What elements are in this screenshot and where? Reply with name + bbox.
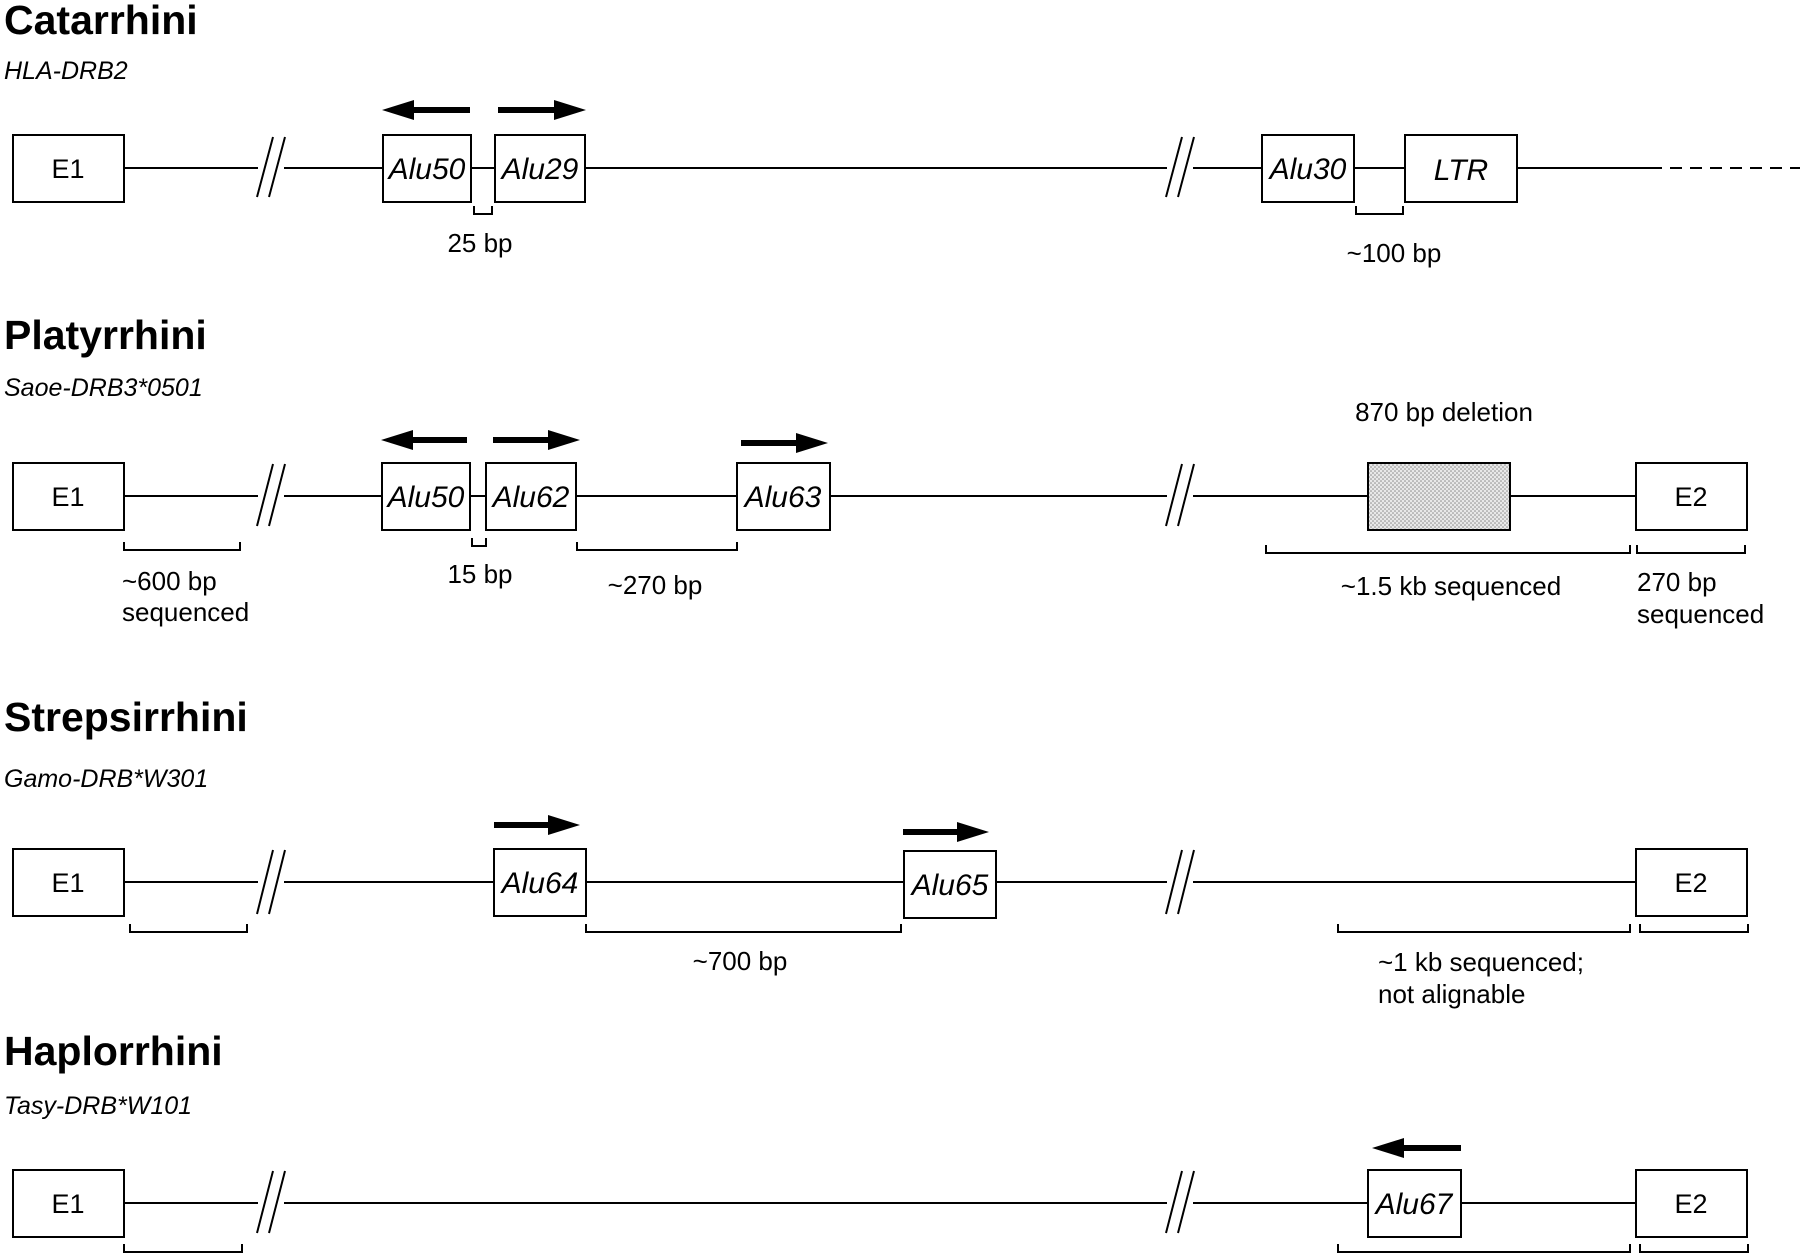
row-haplorrhini: Haplorrhini Tasy-DRB*W101 E1 Alu67 E2	[4, 1028, 1749, 1253]
deletion-region	[1367, 462, 1511, 531]
arrow-right-icon	[903, 822, 989, 842]
svg-text:Alu64: Alu64	[500, 867, 579, 900]
alu50-element: Alu50	[382, 134, 472, 203]
ltr-element: LTR	[1404, 134, 1518, 203]
sequenced-label: ~1.5 kb sequenced	[1341, 571, 1561, 601]
arrow-right-icon	[498, 100, 586, 120]
arrow-right-icon	[493, 430, 580, 450]
break-mark	[256, 1169, 286, 1237]
sequenced-label: 270 bp	[1637, 567, 1717, 597]
alu30-element: Alu30	[1261, 134, 1355, 203]
alu62-element: Alu62	[485, 462, 577, 531]
svg-text:Alu62: Alu62	[491, 481, 570, 514]
row-platyrrhini: Platyrrhini Saoe-DRB3*0501 E1 Alu50 Alu6…	[4, 312, 1764, 629]
sequenced-bracket	[1337, 924, 1631, 933]
alu50-element: Alu50	[381, 462, 471, 531]
svg-text:Alu50: Alu50	[386, 481, 465, 514]
svg-text:Alu67: Alu67	[1374, 1188, 1454, 1221]
svg-text:Alu65: Alu65	[910, 869, 989, 902]
alu63-element: Alu63	[736, 462, 831, 531]
sequenced-label: sequenced	[1637, 599, 1764, 629]
gap-bracket	[585, 924, 902, 933]
break-mark	[256, 462, 286, 530]
gap-bracket	[576, 542, 738, 551]
exon-e1: E1	[12, 462, 125, 531]
sequenced-label: sequenced	[122, 597, 249, 627]
svg-text:E1: E1	[51, 154, 84, 184]
deletion-label: 870 bp deletion	[1355, 397, 1533, 427]
row-catarrhini: Catarrhini HLA-DRB2 E1 Alu50 Alu29	[4, 0, 1800, 268]
alu29-element: Alu29	[494, 134, 586, 203]
arrow-left-icon	[381, 430, 467, 450]
gap-label: ~270 bp	[608, 570, 703, 600]
svg-text:Alu50: Alu50	[387, 153, 466, 186]
gap-label: ~700 bp	[693, 946, 788, 976]
sequenced-bracket	[1337, 1244, 1631, 1253]
row-heading: Platyrrhini	[4, 312, 207, 358]
gene-name: HLA-DRB2	[4, 57, 128, 85]
sequenced-bracket	[1639, 924, 1749, 933]
row-heading: Haplorrhini	[4, 1028, 223, 1074]
break-mark	[1165, 462, 1195, 530]
alu64-element: Alu64	[493, 848, 587, 917]
break-mark	[1165, 1169, 1195, 1237]
svg-text:E2: E2	[1674, 482, 1707, 512]
svg-text:LTR: LTR	[1434, 154, 1488, 187]
sequenced-bracket	[129, 924, 248, 933]
exon-e1: E1	[12, 134, 125, 203]
gap-bracket	[473, 206, 493, 215]
svg-text:Alu29: Alu29	[500, 153, 579, 186]
gene-name: Saoe-DRB3*0501	[4, 374, 203, 402]
exon-e1: E1	[12, 848, 125, 917]
break-mark	[256, 848, 286, 918]
svg-text:E1: E1	[51, 1189, 84, 1219]
sequenced-label: ~1 kb sequenced;	[1378, 947, 1584, 977]
exon-e2: E2	[1635, 848, 1748, 917]
svg-text:E2: E2	[1674, 868, 1707, 898]
gene-name: Gamo-DRB*W301	[4, 765, 208, 793]
exon-e2: E2	[1635, 462, 1748, 531]
gap-label: ~100 bp	[1347, 238, 1442, 268]
gene-name: Tasy-DRB*W101	[4, 1092, 192, 1120]
gap-bracket	[1355, 206, 1404, 215]
sequenced-bracket	[1265, 545, 1631, 554]
sequenced-label: not alignable	[1378, 979, 1525, 1009]
arrow-right-icon	[494, 815, 580, 835]
exon-e1: E1	[12, 1169, 125, 1238]
row-strepsirrhini: Strepsirrhini Gamo-DRB*W301 E1 Alu64 Alu…	[4, 694, 1749, 1009]
sequenced-bracket	[123, 542, 241, 551]
gap-label: 15 bp	[447, 559, 512, 589]
svg-text:Alu63: Alu63	[743, 481, 822, 514]
svg-text:Alu30: Alu30	[1268, 153, 1347, 186]
arrow-left-icon	[1372, 1138, 1461, 1158]
svg-text:E2: E2	[1674, 1189, 1707, 1219]
break-mark	[1165, 848, 1195, 918]
gap-bracket	[471, 538, 487, 547]
arrow-right-icon	[741, 433, 828, 453]
alu65-element: Alu65	[903, 850, 997, 919]
gap-label: 25 bp	[447, 228, 512, 258]
sequenced-bracket	[1639, 1244, 1749, 1253]
break-mark	[1165, 135, 1195, 201]
row-heading: Strepsirrhini	[4, 694, 248, 740]
alu67-element: Alu67	[1367, 1169, 1462, 1238]
arrow-left-icon	[382, 100, 470, 120]
svg-text:E1: E1	[51, 868, 84, 898]
exon-e2: E2	[1635, 1169, 1748, 1238]
sequenced-bracket	[123, 1244, 243, 1253]
row-heading: Catarrhini	[4, 0, 198, 43]
sequenced-label: ~600 bp	[122, 566, 217, 596]
svg-text:E1: E1	[51, 482, 84, 512]
sequenced-bracket	[1636, 545, 1746, 554]
break-mark	[256, 135, 286, 201]
